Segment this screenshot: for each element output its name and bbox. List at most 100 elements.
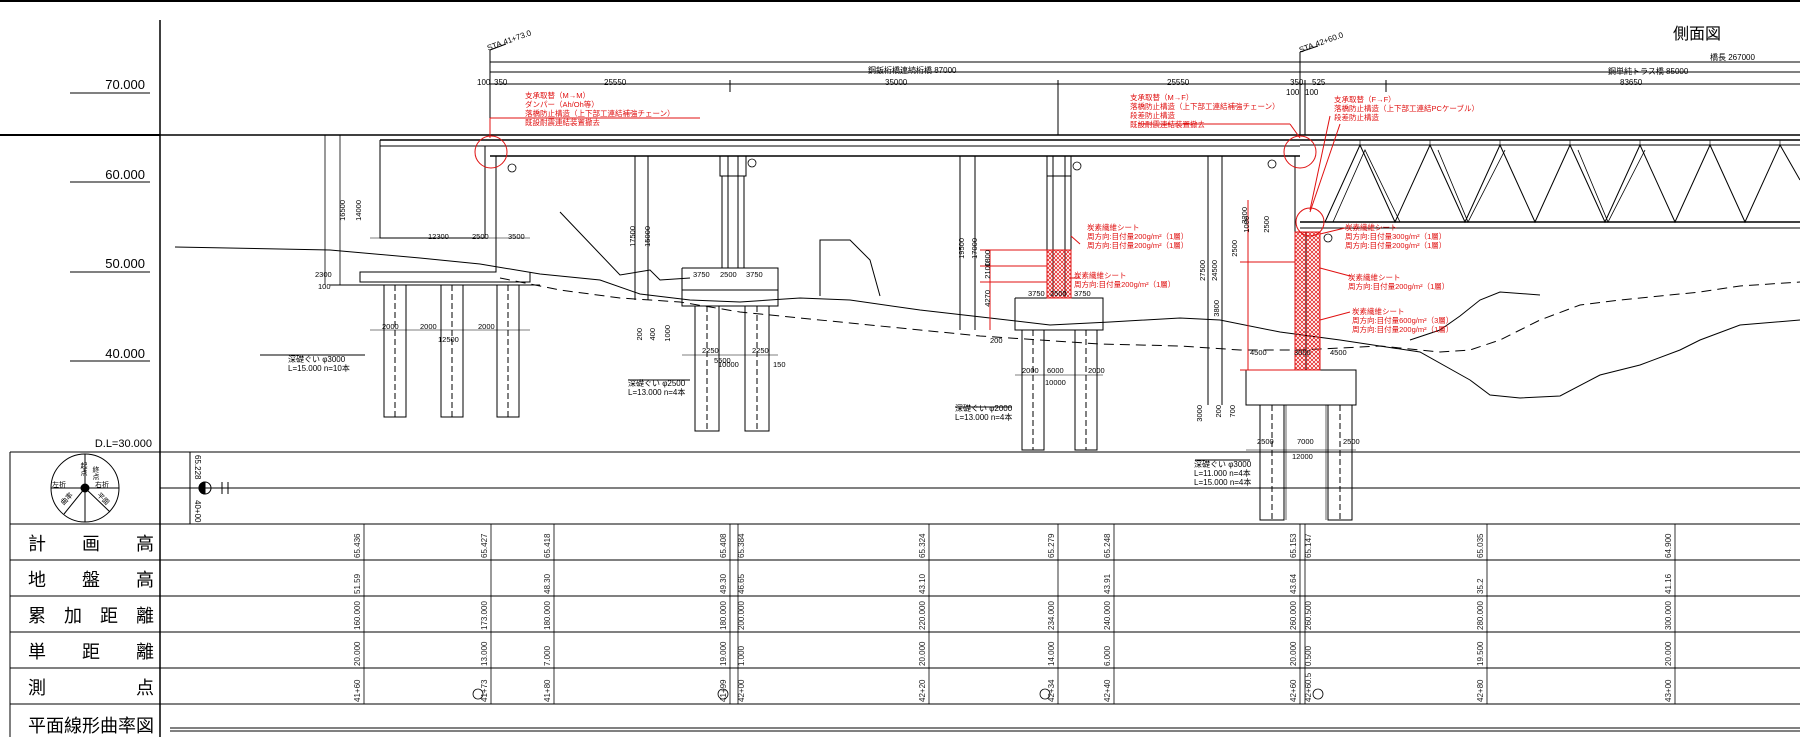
dimension-text: 24500 — [1210, 260, 1219, 281]
row-label-cumulative-distance: 累 加 距 離 — [28, 606, 154, 626]
elevation-label: 70.000 — [105, 77, 145, 92]
compass-label: 起点 — [80, 462, 87, 476]
profile-value: 35.2 — [1476, 578, 1485, 594]
profile-value: 20.000 — [353, 641, 362, 666]
profile-value: 260.000 — [1289, 601, 1298, 630]
profile-value: 65.436 — [353, 533, 362, 558]
profile-value: 65.324 — [918, 533, 927, 558]
compass-label: 右折 — [95, 482, 109, 489]
dim-text: 25550 — [1167, 78, 1190, 87]
retrofit-note: 炭素繊維シート — [1348, 273, 1401, 282]
retrofit-note: ダンパー（Ah/Oh等） — [525, 100, 599, 109]
retrofit-note: 周方向:目付量300g/m²（1層） — [1345, 232, 1447, 241]
profile-value: 20.000 — [1664, 641, 1673, 666]
compass-label: 終点 — [92, 466, 99, 480]
profile-value: 42+00 — [737, 679, 746, 702]
retrofit-note: 周方向:目付量200g/m²（1層） — [1348, 282, 1450, 291]
dimension-text: 19500 — [957, 238, 966, 259]
profile-value: 13.000 — [480, 641, 489, 666]
pile-note: 深礎ぐい φ2500 — [628, 379, 686, 388]
profile-value: 65.153 — [1289, 533, 1298, 558]
profile-value: 65.248 — [1103, 533, 1112, 558]
dimension-text: 1000 — [663, 325, 672, 342]
retrofit-note: 段差防止構造 — [1334, 113, 1379, 122]
span-continuous-label: 鋼鈑桁橋連続桁橋 87000 — [868, 66, 957, 75]
dimension-text: 2500 — [1230, 240, 1239, 257]
profile-value: 65.418 — [543, 533, 552, 558]
retrofit-note: 周方向:目付量600g/m²（3層） — [1352, 316, 1454, 325]
profile-value: 41+80 — [543, 679, 552, 702]
dim-text: 350 — [494, 78, 508, 87]
profile-value: 1.000 — [737, 645, 746, 666]
profile-value: 41+99 — [719, 679, 728, 702]
dimension-text: 2500 — [1343, 437, 1360, 446]
profile-value: 6.000 — [1103, 645, 1112, 666]
retrofit-note: 炭素繊維シート — [1345, 223, 1398, 232]
retrofit-note: 支承取替（M→M） — [525, 91, 590, 100]
dimension-text: 2000 — [478, 322, 495, 331]
pile-note: L=13.000 n=4本 — [955, 413, 1013, 422]
retrofit-note: 周方向:目付量200g/m²（1層） — [1345, 241, 1447, 250]
dimension-text: 15000 — [643, 226, 652, 247]
pile-note: 深礎ぐい φ2000 — [955, 404, 1013, 413]
profile-value: 180.000 — [719, 601, 728, 630]
dimension-text: 12300 — [428, 232, 449, 241]
retrofit-note: 炭素繊維シート — [1087, 223, 1140, 232]
datum-label: D.L=30.000 — [94, 438, 152, 450]
dimension-text: 2000 — [382, 322, 399, 331]
profile-value: 42+60.5 — [1304, 672, 1313, 702]
dim-text: 100 — [1305, 88, 1319, 97]
profile-value: 260.500 — [1304, 601, 1313, 630]
retrofit-note: 落橋防止構造（上下部工連結補強チェーン） — [1130, 102, 1280, 111]
profile-value: 180.000 — [543, 601, 552, 630]
dimension-text: 7000 — [1297, 437, 1314, 446]
dimension-text: 2500 — [1257, 437, 1274, 446]
dimension-text: 10000 — [1045, 378, 1066, 387]
profile-value: 200.000 — [737, 601, 746, 630]
left-strip-bottom: 40+00 — [193, 500, 202, 523]
elevation-label: 60.000 — [105, 167, 145, 182]
retrofit-note: 落橋防止構造（上下部工連結補強チェーン） — [525, 109, 675, 118]
dimension-text: 2000 — [420, 322, 437, 331]
profile-value: 160.000 — [353, 601, 362, 630]
profile-value: 41+73 — [480, 679, 489, 702]
span-truss-label: 鋼単純トラス橋 85000 — [1608, 67, 1689, 76]
retrofit-note: 周方向:目付量200g/m²（1層） — [1074, 280, 1176, 289]
profile-value: 20.000 — [918, 641, 927, 666]
profile-value: 19.000 — [719, 641, 728, 666]
retrofit-note: 支承取替（F→F） — [1334, 95, 1396, 104]
retrofit-note: 炭素繊維シート — [1074, 271, 1127, 280]
dimension-text: 2250 — [702, 346, 719, 355]
dimension-text: 3000 — [1294, 348, 1311, 357]
retrofit-note: 落橋防止構造（上下部工連結PCケーブル） — [1334, 104, 1479, 113]
profile-value: 234.000 — [1047, 601, 1056, 630]
profile-value: 14.000 — [1047, 641, 1056, 666]
profile-value: 41.16 — [1664, 573, 1673, 594]
profile-value: 65.147 — [1304, 533, 1313, 558]
row-label-planned-height: 計 画 高 — [28, 534, 154, 554]
dimension-text: 100 — [318, 282, 331, 291]
dimension-text: 17500 — [628, 226, 637, 247]
profile-value: 42+34 — [1047, 679, 1056, 702]
dimension-text: 3750 — [693, 270, 710, 279]
profile-value: 42+60 — [1289, 679, 1298, 702]
retrofit-note: 周方向:目付量200g/m²（1層） — [1087, 241, 1189, 250]
dimension-text: 2500 — [1262, 216, 1271, 233]
dimension-text: 200 — [635, 328, 644, 341]
dimension-text: 4500 — [1330, 348, 1347, 357]
profile-value: 65.035 — [1476, 533, 1485, 558]
dimension-text: 700 — [1228, 405, 1237, 418]
dimension-text: 16500 — [338, 200, 347, 221]
profile-value: 65.384 — [737, 533, 746, 558]
profile-value: 48.30 — [543, 573, 552, 594]
profile-value: 0.500 — [1304, 645, 1313, 666]
profile-value: 65.408 — [719, 533, 728, 558]
profile-value: 42+20 — [918, 679, 927, 702]
bridge-length-label: 橋長 267000 — [1710, 53, 1755, 62]
pile-note: L=15.000 n=10本 — [288, 364, 350, 373]
dimension-text: 5500 — [714, 356, 731, 365]
elevation-label: 40.000 — [105, 346, 145, 361]
dimension-text: 12000 — [1292, 452, 1313, 461]
profile-value: 51.59 — [353, 573, 362, 594]
